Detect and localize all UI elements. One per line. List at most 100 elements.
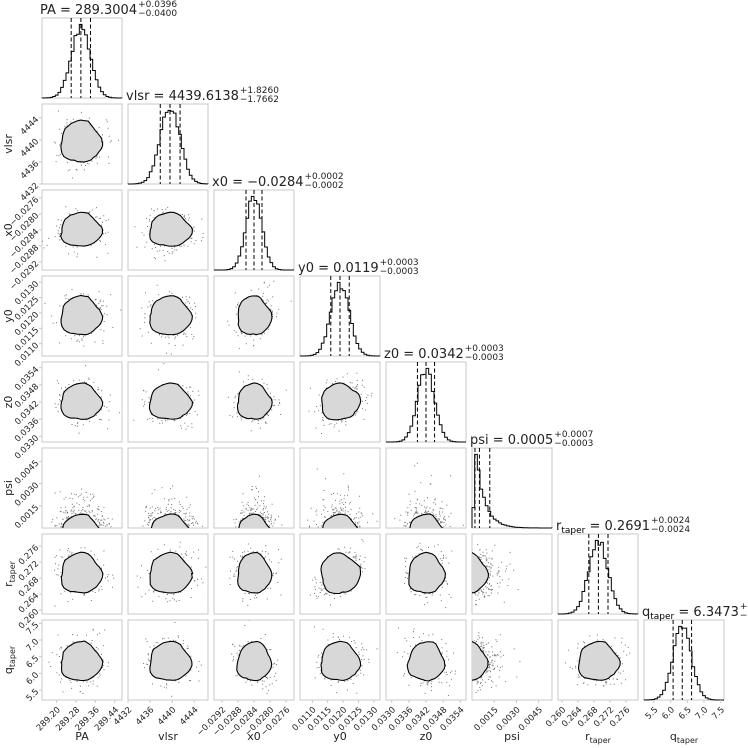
title-lower-r_taper: −0.0024	[651, 525, 690, 535]
scatter-content-vlsr-q_taper	[143, 622, 202, 697]
ytick-label-vlsr-1: 4436	[19, 159, 41, 181]
ylabel-z0: z0	[2, 396, 15, 409]
scatter-panel-z0-psi	[385, 447, 467, 529]
scatter-content-vlsr-psi	[142, 485, 203, 528]
title-psi: psi = 0.0005	[470, 433, 553, 448]
scatter-points-vlsr-psi	[142, 485, 203, 528]
xlabel-vlsr: vlsr	[158, 730, 178, 743]
contour-1-psi-q_taper	[472, 640, 490, 681]
contour-1-y0-r_taper	[320, 552, 362, 595]
title-upper-r_taper: +0.0024	[651, 516, 690, 526]
ytick-label-q_taper-3: 7.0	[25, 637, 42, 654]
scatter-content-PA-r_taper	[54, 547, 115, 607]
scatter-panel-PA-r_taper	[41, 533, 123, 615]
scatter-content-PA-x0	[42, 206, 110, 258]
ylabel-sub-r_taper: taper	[8, 560, 17, 582]
contour-1-vlsr-q_taper	[149, 640, 193, 681]
xtick-label-vlsr-3: 4444	[178, 705, 200, 727]
title-upper-q_taper: +0.2801	[740, 602, 748, 612]
title-lower-z0: −0.0003	[465, 353, 504, 363]
hist-frame-psi	[471, 447, 553, 529]
ytick-label-q_taper-2: 6.5	[25, 654, 42, 671]
xlabel-r_taper: rtaper	[585, 730, 612, 745]
hist-panel-vlsr	[127, 103, 209, 185]
contour-1-PA-y0	[60, 294, 104, 336]
ytick-label-q_taper-1: 6.0	[25, 670, 42, 687]
title-lower-x0: −0.0002	[305, 181, 344, 191]
ylabel-vlsr: vlsr	[2, 134, 15, 154]
scatter-panel-z0-r_taper	[385, 533, 467, 615]
scatter-content-z0-q_taper	[396, 627, 456, 696]
contour-1-PA-q_taper	[60, 640, 104, 682]
scatter-panel-PA-x0	[41, 189, 123, 271]
title-x0: x0 = −0.0284	[212, 175, 304, 190]
xtick-label-q_taper-2: 6.5	[677, 705, 694, 722]
scatter-content-r_taper-q_taper	[564, 634, 631, 687]
title-r_taper: rtaper = 0.2691	[556, 519, 650, 536]
hist-frame-vlsr	[127, 103, 209, 185]
xlabel-y0: y0	[333, 730, 347, 743]
scatter-panel-r_taper-q_taper	[557, 619, 639, 701]
scatter-content-PA-vlsr	[53, 110, 119, 179]
scatter-panel-x0-r_taper	[213, 533, 295, 615]
hist-panel-psi	[471, 447, 553, 529]
contour-1-PA-vlsr	[60, 119, 104, 163]
ytick-label-q_taper-0: 5.5	[25, 687, 42, 704]
scatter-panel-vlsr-psi	[127, 447, 209, 529]
title-upper-PA: +0.0396	[138, 0, 177, 10]
hist-line-vlsr	[127, 109, 209, 185]
hist-panel-y0	[299, 275, 381, 357]
contour-1-x0-q_taper	[236, 640, 273, 682]
hist-frame-q_taper	[643, 619, 725, 701]
scatter-content-y0-r_taper	[309, 539, 366, 606]
ylabel-sub-q_taper: taper	[8, 645, 17, 667]
contour-1-y0-z0	[321, 382, 362, 421]
hist-line-q_taper	[643, 625, 724, 701]
contour-1-PA-psi	[62, 513, 100, 528]
contour-1-psi-r_taper	[472, 551, 490, 594]
scatter-content-z0-r_taper	[404, 542, 453, 609]
scatter-points-PA-r_taper	[54, 547, 115, 607]
scatter-content-PA-psi	[51, 488, 113, 528]
hist-line-psi	[471, 453, 553, 529]
scatter-panel-x0-q_taper	[213, 619, 295, 701]
contour-1-z0-q_taper	[406, 641, 446, 682]
scatter-content-z0-psi	[394, 462, 464, 528]
scatter-panel-psi-q_taper	[471, 619, 553, 701]
scatter-content-psi-r_taper	[472, 544, 519, 606]
scatter-panel-z0-q_taper	[385, 619, 467, 701]
scatter-content-y0-z0	[308, 372, 373, 434]
scatter-panel-y0-psi	[299, 447, 381, 529]
title-vlsr: vlsr = 4439.6138	[126, 89, 239, 104]
title-q_taper: qtaper = 6.3473	[642, 605, 739, 622]
xtick-label-vlsr-1: 4436	[134, 705, 156, 727]
scatter-panel-vlsr-y0	[127, 275, 209, 357]
xtick-label-q_taper-4: 7.5	[710, 705, 727, 722]
scatter-content-PA-y0	[44, 289, 122, 347]
contour-1-vlsr-r_taper	[149, 551, 194, 594]
xlabel-z0: z0	[420, 730, 433, 743]
title-lower-vlsr: −1.7662	[240, 95, 279, 105]
contour-1-y0-psi	[322, 513, 359, 528]
scatter-content-y0-q_taper	[313, 626, 378, 694]
hist-frame-PA	[41, 17, 123, 99]
contour-1-PA-z0	[60, 382, 104, 420]
scatter-panel-x0-z0	[213, 361, 295, 443]
xlabel-sub-r_taper: taper	[590, 736, 612, 745]
scatter-content-PA-q_taper	[48, 628, 109, 694]
hist-panel-PA	[41, 17, 123, 99]
scatter-panel-PA-z0	[41, 361, 123, 443]
contour-1-z0-psi	[409, 513, 443, 528]
scatter-content-psi-q_taper	[472, 632, 521, 693]
scatter-panel-psi-r_taper	[471, 533, 553, 615]
scatter-points-y0-r_taper	[309, 539, 366, 606]
scatter-content-x0-q_taper	[231, 620, 278, 694]
title-upper-y0: +0.0003	[380, 258, 419, 268]
contour-1-vlsr-x0	[149, 211, 194, 247]
scatter-panel-PA-q_taper	[41, 619, 123, 701]
hist-panel-z0	[385, 361, 467, 443]
contour-1-r_taper-q_taper	[577, 640, 621, 681]
contour-1-x0-y0	[237, 295, 273, 336]
